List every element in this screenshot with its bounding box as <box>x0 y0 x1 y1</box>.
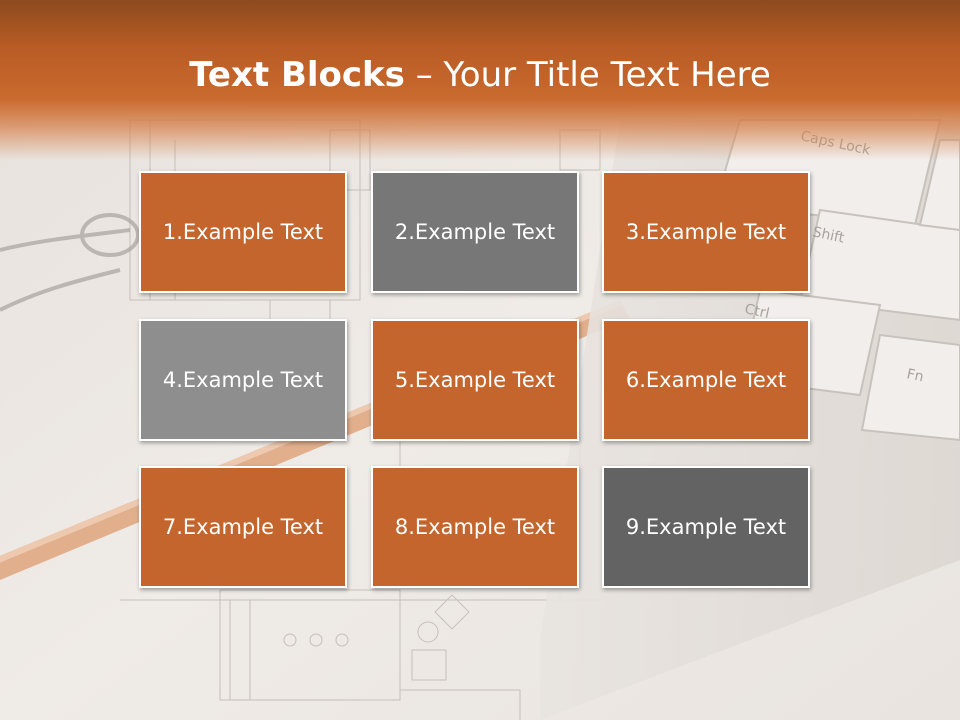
text-block-8[interactable]: 8.Example Text <box>371 466 579 588</box>
title-strong: Text Blocks <box>189 55 405 95</box>
title-dash: – <box>415 55 433 95</box>
text-block-9[interactable]: 9.Example Text <box>602 466 810 588</box>
text-block-6[interactable]: 6.Example Text <box>602 319 810 441</box>
text-block-4[interactable]: 4.Example Text <box>139 319 347 441</box>
title-rest: Your Title Text Here <box>443 55 771 95</box>
text-block-7[interactable]: 7.Example Text <box>139 466 347 588</box>
slide-title: Text Blocks – Your Title Text Here <box>0 52 960 98</box>
glasses-drawing <box>0 213 140 312</box>
title-band <box>0 0 960 160</box>
svg-text:Fn: Fn <box>905 366 925 385</box>
text-block-1[interactable]: 1.Example Text <box>139 171 347 293</box>
text-block-2[interactable]: 2.Example Text <box>371 171 579 293</box>
svg-text:Ctrl: Ctrl <box>743 301 771 322</box>
text-block-3[interactable]: 3.Example Text <box>602 171 810 293</box>
svg-text:Shift: Shift <box>811 224 846 246</box>
text-block-5[interactable]: 5.Example Text <box>371 319 579 441</box>
